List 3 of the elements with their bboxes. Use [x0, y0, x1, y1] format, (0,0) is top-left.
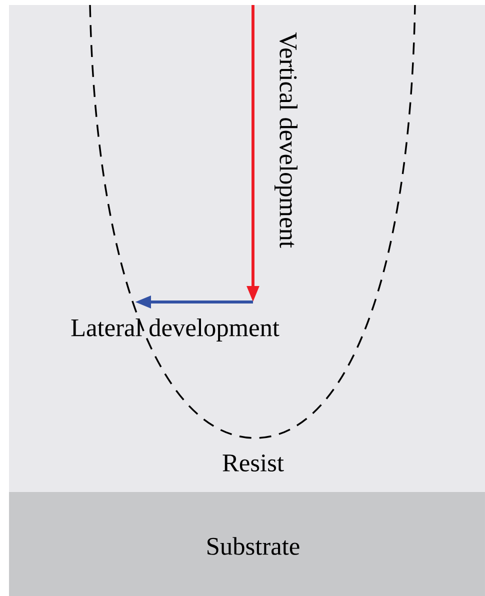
substrate-layer: Substrate: [9, 492, 485, 596]
direction-label: Vertical development: [274, 32, 298, 248]
direction-label: Lateral development: [71, 318, 280, 342]
